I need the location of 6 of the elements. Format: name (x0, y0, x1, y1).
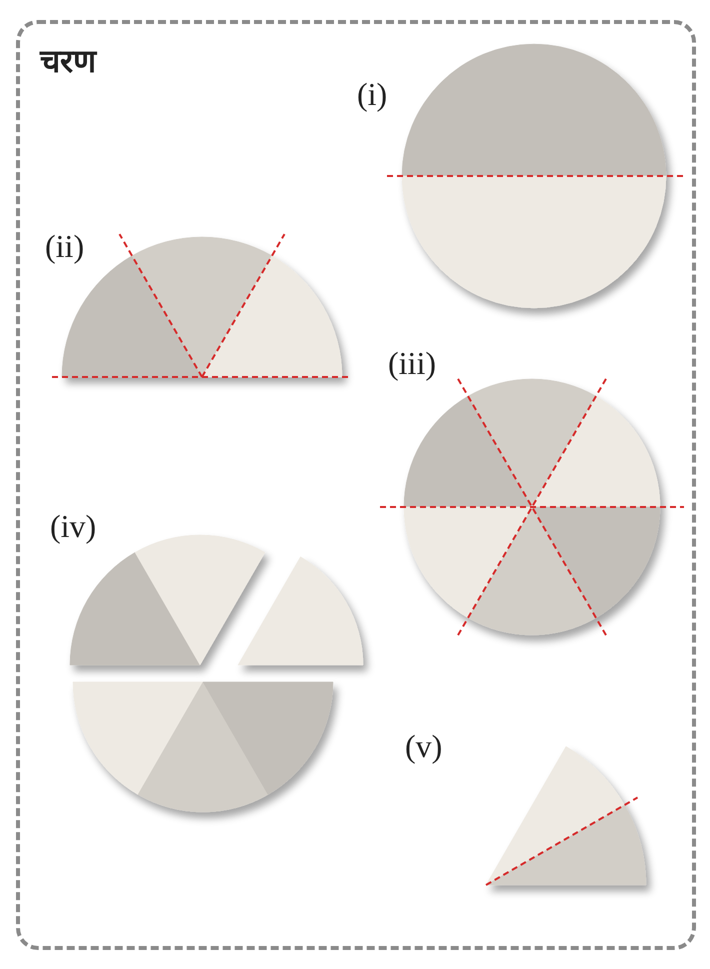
step-label: (iii) (388, 347, 436, 379)
step-label: (i) (357, 78, 388, 110)
step-label: (ii) (45, 230, 84, 262)
step-label: (iv) (50, 510, 96, 542)
title: चरण (40, 41, 96, 81)
step-label: (v) (405, 730, 442, 762)
